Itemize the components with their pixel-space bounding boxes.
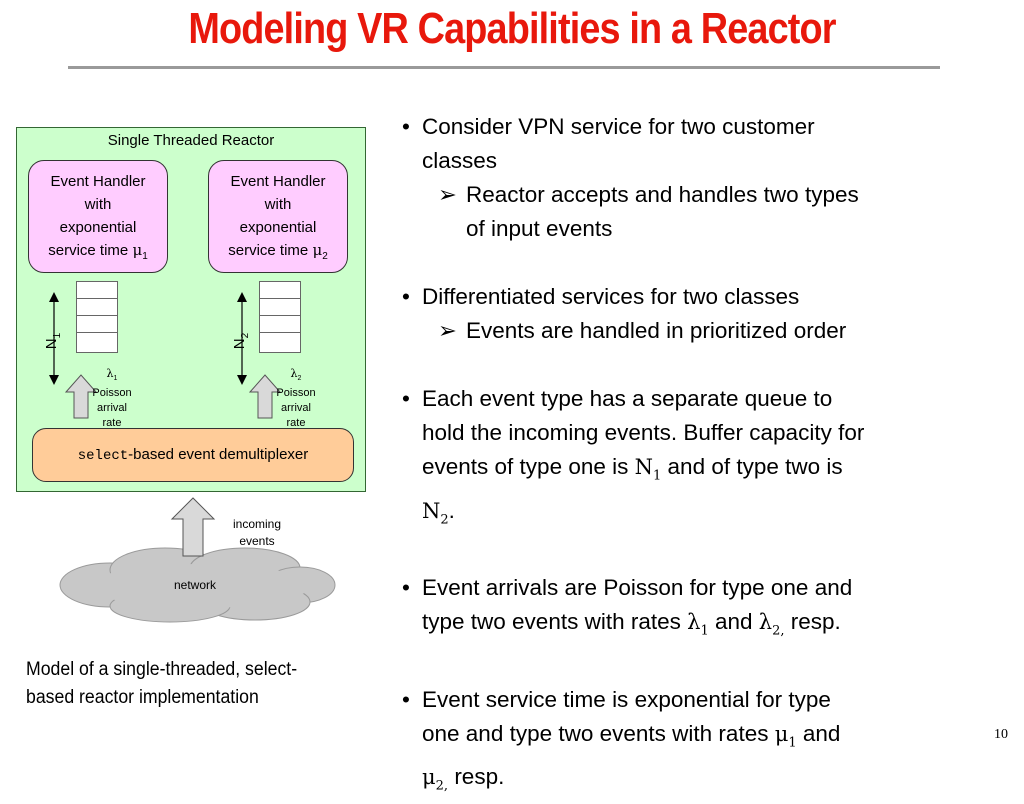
- bullet-3: • Each event type has a separate queue t…: [402, 386, 865, 527]
- network-label: network: [173, 578, 217, 592]
- handler2-line1: Event Handler: [230, 173, 326, 190]
- handler2-line2: with: [264, 196, 292, 213]
- diagram-caption: Model of a single-threaded, select-based…: [26, 659, 298, 708]
- queue2-capacity-label: N2: [231, 332, 252, 350]
- handler1-service-text: service time: [48, 242, 133, 259]
- incoming-events-label: incoming events: [232, 517, 282, 548]
- arrival-label-1: λ1 Poisson arrival rate: [82, 366, 142, 431]
- mu2-bullet-symbol: μ: [422, 765, 436, 789]
- mu1-sub: 1: [142, 251, 148, 262]
- lambda1-symbol: λ: [687, 610, 701, 634]
- bullet-list: • Consider VPN service for two customer …: [398, 110, 998, 804]
- handler1-line1: Event Handler: [50, 173, 146, 190]
- handler2-service-text: service time: [228, 242, 313, 259]
- mu1-symbol: μ: [132, 241, 143, 259]
- bullet-4: • Event arrivals are Poisson for type on…: [402, 575, 853, 639]
- event-handler-2: Event Handler with exponential service t…: [208, 160, 348, 273]
- mu2-symbol: μ: [312, 241, 323, 259]
- n2-symbol: N: [422, 498, 441, 523]
- mu2-sub: 2: [322, 251, 328, 262]
- sub-bullet-2: ➢ Events are handled in prioritized orde…: [438, 318, 847, 343]
- handler2-line3: exponential: [239, 219, 317, 236]
- lambda2-symbol: λ: [758, 610, 773, 634]
- event-handler-1: Event Handler with exponential service t…: [28, 160, 168, 273]
- demux-text: -based event demultiplexer: [128, 446, 309, 463]
- arrival-arrow-1: [64, 374, 98, 419]
- bullet-2: • Differentiated services for two classe…: [402, 284, 800, 309]
- arrival-arrow-2: [248, 374, 282, 419]
- select-keyword: select: [77, 448, 129, 464]
- queue1-capacity-label: N1: [43, 332, 64, 350]
- mu1-bullet-symbol: μ: [774, 721, 789, 746]
- handler1-line2: with: [84, 196, 112, 213]
- handler1-line3: exponential: [59, 219, 137, 236]
- title-underline: [68, 66, 940, 69]
- n1-symbol: N: [634, 455, 654, 479]
- page-number: 10: [994, 727, 1008, 742]
- handler2-line4: service time μ2: [209, 239, 347, 268]
- select-demultiplexer: select-based event demultiplexer: [32, 428, 354, 482]
- lambda1: λ1: [106, 367, 118, 383]
- network-cloud: [59, 547, 336, 623]
- sub-bullet-1: ➢ Reactor accepts and handles two types …: [438, 182, 859, 241]
- arrival-label-2: λ2 Poisson arrival rate: [266, 366, 326, 431]
- reactor-title: Single Threaded Reactor: [107, 132, 275, 149]
- bullet-5: • Event service time is exponential for …: [402, 686, 841, 794]
- slide-title: Modeling VR Capabilities in a Reactor: [188, 4, 836, 53]
- lambda2: λ2: [290, 367, 302, 383]
- bullet-1: • Consider VPN service for two customer …: [402, 114, 815, 173]
- queue-2: [259, 281, 301, 353]
- incoming-arrow: [170, 497, 216, 557]
- diagram-graphics: [49, 292, 336, 623]
- queue-1: [76, 281, 118, 353]
- handler1-line4: service time μ1: [29, 239, 167, 268]
